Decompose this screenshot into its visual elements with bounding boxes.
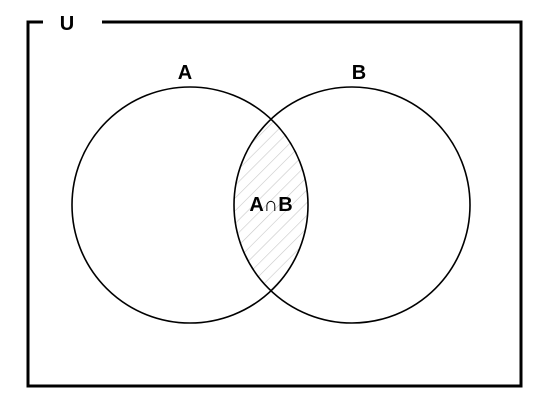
universe-label: U bbox=[60, 13, 74, 35]
set-a-label: A bbox=[178, 62, 192, 84]
set-b-circle bbox=[233, 86, 471, 324]
universe-frame bbox=[26, 20, 523, 388]
set-a-circle bbox=[71, 86, 309, 324]
set-b-label: B bbox=[352, 62, 366, 84]
intersection-label: A∩B bbox=[249, 194, 292, 216]
